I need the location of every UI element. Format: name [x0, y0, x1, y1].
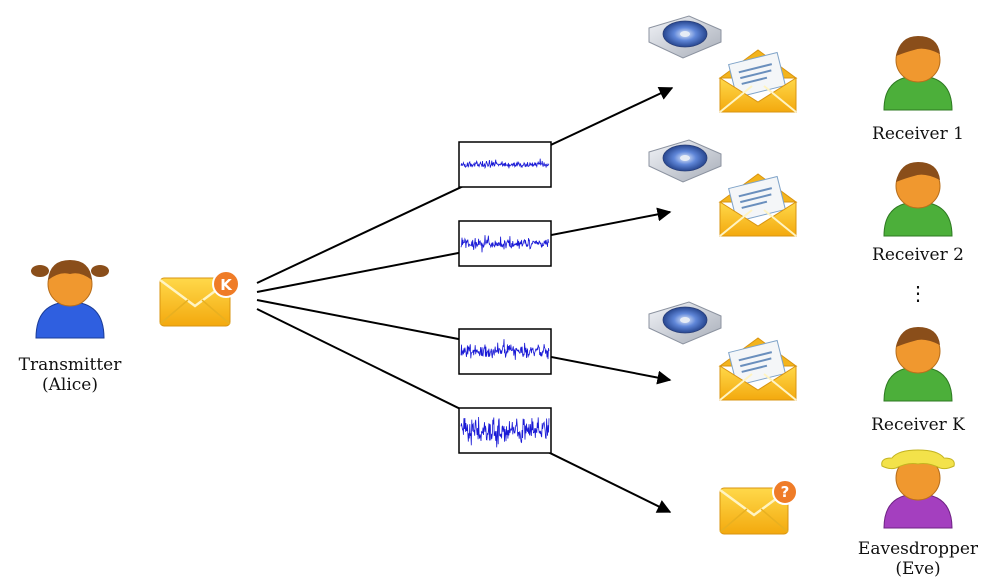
eavesdropper-name: Eavesdropper	[857, 539, 979, 559]
receiver-ellipsis: ⋮	[908, 281, 928, 305]
transmitter-alias: (Alice)	[42, 375, 98, 395]
noise-box-2	[458, 220, 552, 267]
receiver-1-label: Receiver 1	[872, 124, 964, 144]
receiver-k-avatar	[883, 327, 953, 402]
eavesdropper-alias: (Eve)	[895, 559, 941, 579]
noise-signal-3	[460, 339, 550, 360]
transmitter-label: Transmitter (Alice)	[0, 355, 140, 395]
noise-box-4	[458, 407, 552, 454]
receiver-k-label: Receiver K	[871, 415, 965, 435]
key-badge-label: K	[220, 276, 232, 294]
noise-signal-4	[460, 416, 550, 448]
noise-signal-1	[460, 158, 550, 170]
open-envelope-icon-1	[718, 49, 798, 113]
receiver-1-avatar	[883, 36, 953, 111]
eavesdropper-label: Eavesdropper (Eve)	[838, 539, 995, 579]
noise-box-3	[458, 328, 552, 375]
noise-box-1	[458, 141, 552, 188]
open-envelope-icon-k	[718, 337, 798, 401]
question-badge-label: ?	[780, 483, 790, 501]
transmitter-name: Transmitter	[18, 355, 122, 375]
receiver-2-avatar	[883, 162, 953, 237]
disk-icon-2	[648, 139, 722, 183]
alice-avatar	[31, 260, 109, 339]
noise-signal-2	[460, 235, 550, 253]
open-envelope-icon-2	[718, 173, 798, 237]
disk-icon-k	[648, 301, 722, 345]
key-envelope-icon	[159, 270, 240, 327]
question-envelope-icon	[719, 479, 798, 535]
disk-icon-1	[648, 15, 722, 59]
eve-avatar	[881, 449, 955, 529]
receiver-2-label: Receiver 2	[872, 245, 964, 265]
